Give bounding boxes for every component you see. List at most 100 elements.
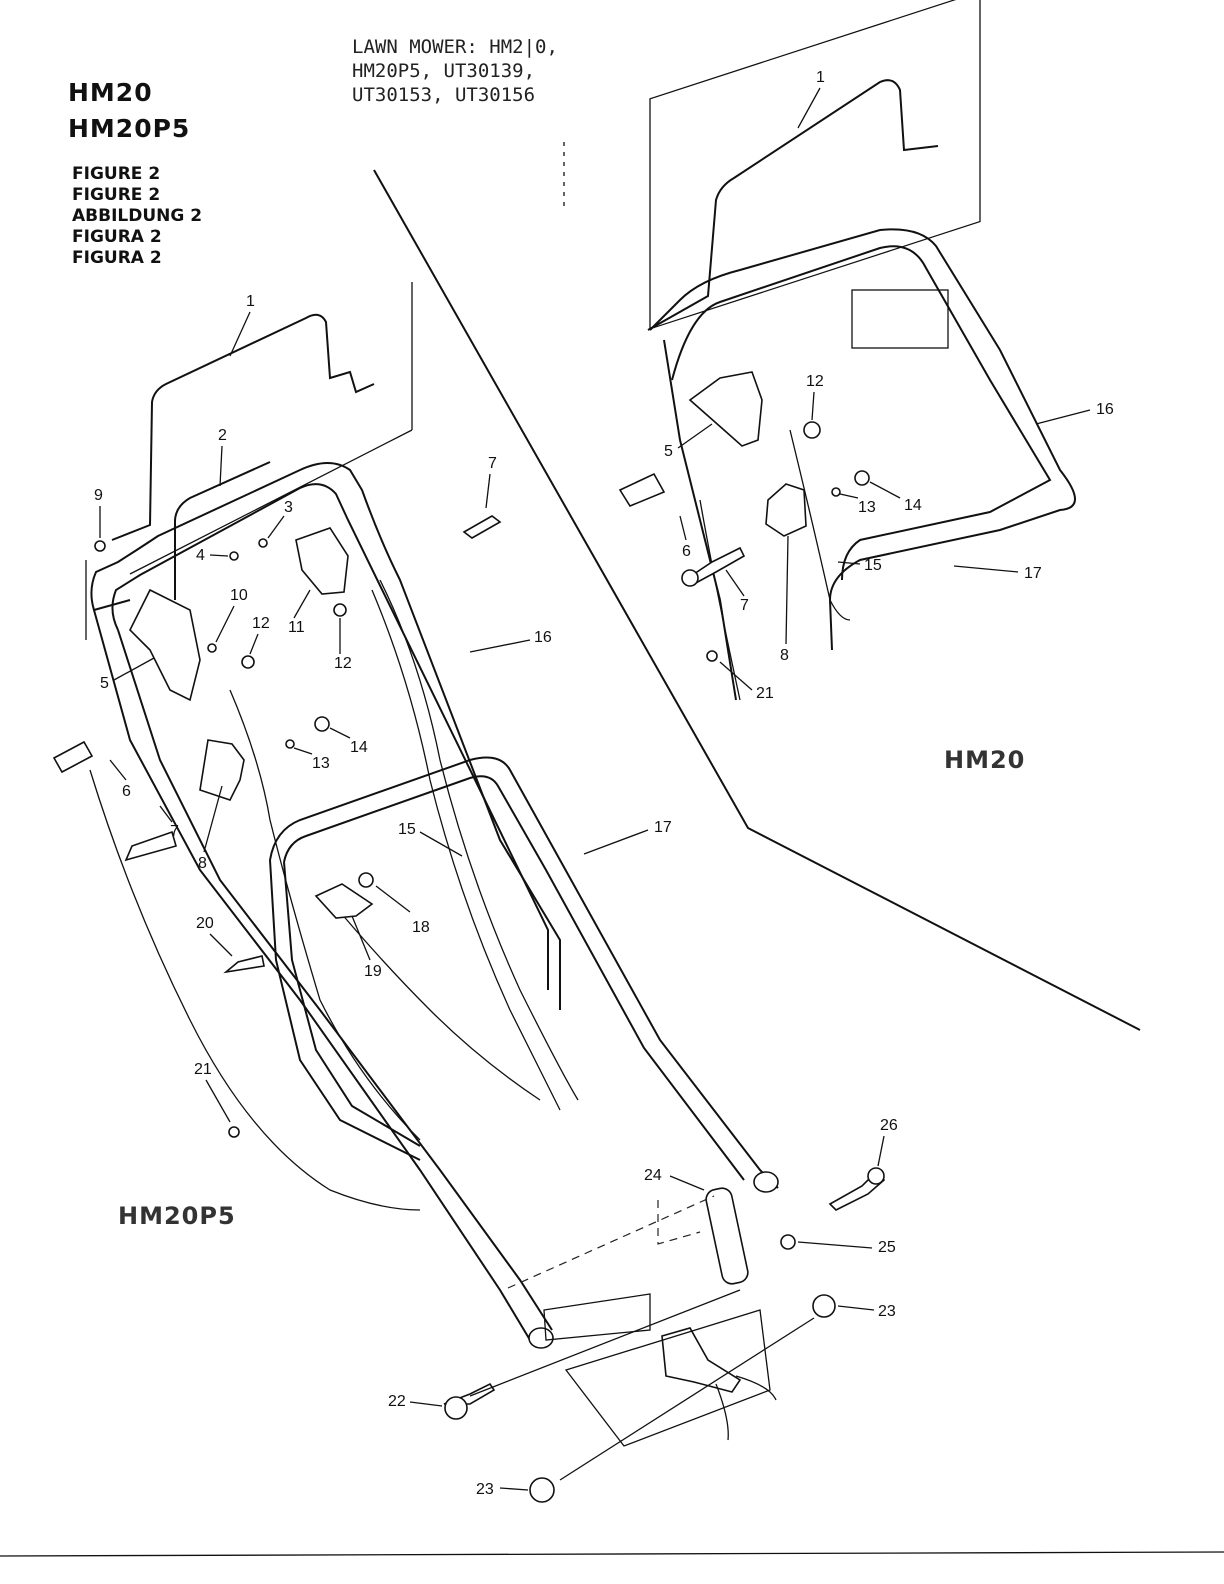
ref-dash-long [507, 1195, 715, 1289]
model-title-hm20p5: HM20P5 [68, 114, 191, 143]
starter-handle [52, 740, 94, 774]
callout-20: 20 [196, 915, 214, 932]
leader-17 [583, 829, 649, 855]
hm20-callout-1: 1 [816, 69, 825, 86]
hm20-bracket-5 [688, 371, 763, 447]
callout-14: 14 [350, 739, 368, 756]
throttle-lever-19 [314, 883, 374, 919]
callout-2: 2 [218, 427, 227, 444]
callout-16: 16 [534, 629, 552, 646]
callout-5: 5 [100, 675, 109, 692]
upper-handle-outer [90, 462, 561, 1010]
callout-9: 9 [94, 487, 103, 504]
ref-plane-left [543, 1293, 651, 1341]
bolt-20 [223, 955, 265, 974]
model-title-hm20: HM20 [68, 78, 153, 107]
callout-26: 26 [880, 1117, 898, 1134]
hm20-bracket-8 [765, 483, 807, 537]
ref-dash-24 [657, 1200, 701, 1245]
hm20-leader-14 [869, 481, 901, 499]
leader-1 [229, 311, 251, 357]
callout-15: 15 [398, 821, 416, 838]
callout-12-b: 12 [334, 655, 352, 672]
bolt-7-b [462, 515, 502, 539]
hm20-exploded-view [618, 0, 1076, 701]
callout-7-b: 7 [488, 455, 497, 472]
callout-25: 25 [878, 1239, 896, 1256]
hm20-upper-handle-inner [671, 245, 1052, 581]
hm20-nut-14 [854, 470, 870, 486]
lower-handle-end [528, 1327, 554, 1349]
hm20-callout-8: 8 [780, 647, 789, 664]
callout-10: 10 [230, 587, 248, 604]
upper-handle-inner [111, 483, 549, 990]
leader-2 [219, 445, 223, 487]
leader-16 [469, 639, 531, 653]
washer-13 [285, 739, 295, 749]
nut-18 [358, 872, 374, 888]
cable-15-left [229, 689, 421, 1141]
lower-handle-right-outer [269, 756, 779, 1189]
hm20-callout-21: 21 [756, 685, 774, 702]
callout-23-a: 23 [878, 1303, 896, 1320]
hm20-bolt-7-head [681, 569, 699, 587]
washer-25 [780, 1234, 796, 1250]
hm20-callout-15: 15 [864, 557, 882, 574]
hm20-clip-21 [706, 650, 718, 662]
bolt-22-head [444, 1396, 468, 1420]
clip-10 [207, 643, 217, 653]
hm20-bail-plane [649, 0, 981, 330]
callout-22: 22 [388, 1393, 406, 1410]
washer-4 [229, 551, 239, 561]
callout-1: 1 [246, 293, 255, 310]
page-bottom-rule [0, 1551, 1224, 1557]
hm20-leader-7 [725, 569, 745, 597]
bolt-26-head [867, 1167, 885, 1185]
clip-21 [228, 1126, 240, 1138]
leader-8 [203, 785, 223, 853]
leader-5 [113, 657, 155, 681]
lower-handle-right-inner [283, 775, 745, 1181]
bail-wire-1 [111, 313, 375, 541]
callout-7-a: 7 [170, 823, 179, 840]
bracket-11 [295, 527, 349, 595]
callout-24: 24 [644, 1167, 662, 1184]
hm20-leader-13 [839, 493, 859, 499]
leader-7-a [159, 805, 173, 823]
leader-25 [797, 1241, 873, 1249]
leader-23-a [837, 1305, 875, 1311]
hm20-starter-handle [618, 472, 666, 507]
nut-23-b [529, 1477, 555, 1503]
lower-handle-left-outer [269, 859, 421, 1161]
figure-caption-1: FIGURE 2 [72, 164, 161, 184]
leader-15 [419, 831, 463, 857]
hm20-cable-15 [789, 429, 851, 621]
leader-19 [351, 915, 371, 961]
header-line-2: HM20P5, UT30139, [352, 60, 536, 82]
leader-13 [293, 747, 313, 755]
leader-23-b [499, 1487, 529, 1491]
figure-caption-3: ABBILDUNG 2 [72, 206, 203, 226]
cable-end-lower [715, 1383, 729, 1441]
left-handle-rail-inner [117, 629, 553, 1331]
hm20-leader-1 [797, 87, 821, 129]
hm20-callout-17: 17 [1024, 565, 1042, 582]
callout-23-b: 23 [476, 1481, 494, 1498]
leader-22 [409, 1401, 443, 1407]
hm20-callout-14: 14 [904, 497, 922, 514]
hm20-upper-handle-outer [649, 228, 1076, 651]
hm20-callout-12: 12 [806, 373, 824, 390]
callout-18: 18 [412, 919, 430, 936]
hm20-leader-17 [953, 565, 1019, 573]
callout-13: 13 [312, 755, 330, 772]
callout-8: 8 [198, 855, 207, 872]
bracket-8 [199, 739, 245, 801]
ref-axis-22 [469, 1289, 741, 1397]
leader-14 [329, 727, 351, 739]
hm20-ref-rect [851, 289, 949, 349]
view-divider-line [373, 169, 1141, 1031]
view-label-hm20: HM20 [944, 746, 1025, 774]
view-label-hm20p5: HM20P5 [118, 1202, 236, 1230]
figure-caption-2: FIGURE 2 [72, 185, 161, 205]
